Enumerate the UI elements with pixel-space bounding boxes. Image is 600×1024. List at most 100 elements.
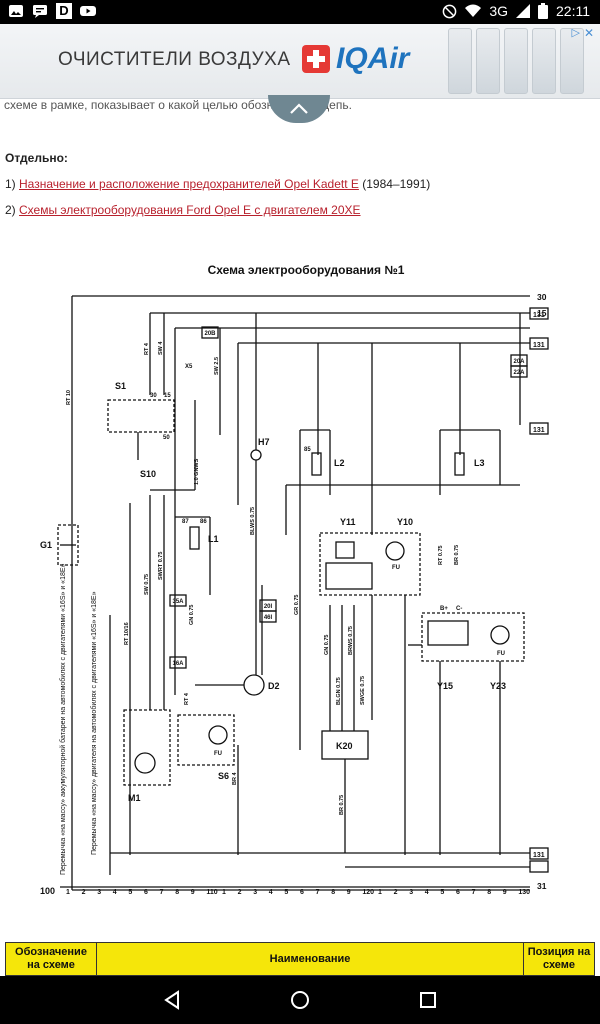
wire-label: GN 0.75 xyxy=(189,605,195,625)
signal-icon xyxy=(516,4,530,18)
home-icon[interactable] xyxy=(288,988,312,1012)
column-header: Позиция на схеме xyxy=(523,942,595,976)
scale-tick: 5 xyxy=(128,889,132,896)
terminal-label: 85 xyxy=(304,447,311,453)
scale-tick: 5 xyxy=(284,889,288,896)
legend-table-header: Обозначение на схеме Наименование Позици… xyxy=(5,942,595,976)
wire-label: RT 4 xyxy=(184,692,190,705)
terminal-label: X5 xyxy=(185,364,193,370)
wire-label: RT 0.75 xyxy=(438,545,444,565)
scale-tick: 6 xyxy=(300,889,304,896)
message-notification-icon xyxy=(33,5,47,18)
component-label: Y11 xyxy=(340,517,356,527)
ad-brand: IQAir xyxy=(336,42,410,75)
scale-tick: 1 xyxy=(222,889,226,896)
box-label: 46I xyxy=(264,615,273,621)
section-heading: Отдельно: xyxy=(5,151,68,165)
column-header: Обозначение на схеме xyxy=(5,942,97,976)
purifier-image xyxy=(448,28,472,94)
terminal-label: 87 xyxy=(182,519,189,525)
box-label: 16A xyxy=(172,661,184,667)
battery-icon xyxy=(538,3,548,19)
wire-label: SW 0.75 xyxy=(144,574,150,595)
bus-label: 131 xyxy=(533,342,545,349)
wire-label: RT 4 xyxy=(144,342,150,355)
side-note: Перемычка «на массу» аккумуляторной бата… xyxy=(59,563,67,875)
wire-label: SW 2.5 xyxy=(214,357,220,375)
wire-label: BLGN 0.75 xyxy=(336,677,342,705)
dnd-icon xyxy=(442,4,457,18)
scale-tick: 6 xyxy=(456,889,460,896)
scale-tick: 1 xyxy=(378,889,382,896)
scale-tick: 7 xyxy=(316,889,320,896)
scale-tick: 3 xyxy=(97,889,101,896)
back-icon[interactable] xyxy=(160,988,184,1012)
list-item: 2) Схемы электрооборудования Ford Opel E… xyxy=(5,203,361,217)
box-label: 20A xyxy=(513,359,525,365)
terminal-label: B+ xyxy=(440,606,448,612)
ad-logo: IQAir xyxy=(302,42,409,76)
component-label: S10 xyxy=(140,469,156,479)
scale-tick: 130 xyxy=(518,889,530,896)
bus-label: 131 xyxy=(533,427,545,434)
info-icon[interactable]: ▷ xyxy=(571,27,580,39)
clock: 22:11 xyxy=(556,3,590,19)
component-label: K20 xyxy=(336,741,353,751)
image-notification-icon xyxy=(9,5,23,17)
scale-tick: 9 xyxy=(191,889,195,896)
component-label: S6 xyxy=(218,771,229,781)
scale-tick: 8 xyxy=(175,889,179,896)
status-bar: D 3G 22:11 xyxy=(0,0,600,24)
scale-tick: 7 xyxy=(472,889,476,896)
component-label: Y15 xyxy=(437,681,453,691)
scale-tick: 1 xyxy=(66,889,70,896)
wire-label: BR 0.75 xyxy=(339,795,345,815)
component-label: H7 xyxy=(258,437,270,447)
component-label: D2 xyxy=(268,681,280,691)
bus-label: 31 xyxy=(537,881,547,891)
scale-tick: 2 xyxy=(82,889,86,896)
bus-label: 131 xyxy=(533,852,545,859)
wire-label: RT 10/16 xyxy=(124,622,130,645)
wire-label: SWGE 0.75 xyxy=(360,676,366,705)
link-20xe-schematics[interactable]: Схемы электрооборудования Ford Opel E с … xyxy=(19,203,361,217)
terminal-label: 30 xyxy=(150,393,157,399)
scale-tick: 4 xyxy=(269,889,273,896)
scale-tick: 110 xyxy=(206,889,217,896)
component-label: M1 xyxy=(128,793,141,803)
scale-tick: 6 xyxy=(144,889,148,896)
wiring-diagram: Схема электрооборудования №1 xyxy=(40,263,549,896)
component-label: L2 xyxy=(334,458,345,468)
box-label: 35A xyxy=(172,599,184,605)
ad-banner[interactable]: ОЧИСТИТЕЛИ ВОЗДУХА IQAir ▷ ✕ xyxy=(0,24,600,99)
wifi-icon xyxy=(465,4,482,17)
fu-label: FU xyxy=(497,651,505,657)
recents-icon[interactable] xyxy=(416,988,440,1012)
link-fuses[interactable]: Назначение и расположение предохранителе… xyxy=(19,177,359,191)
component-label: S1 xyxy=(115,381,126,391)
swiss-cross-icon xyxy=(302,45,330,73)
collapse-ad-button[interactable] xyxy=(268,95,330,123)
wire-label: RT 10 xyxy=(66,390,72,405)
wire-label: GN 0.75 xyxy=(324,635,330,655)
wire-label: SW 4 xyxy=(158,341,164,355)
scale-tick: 120 xyxy=(362,889,374,896)
scale-tick: 9 xyxy=(503,889,507,896)
component-label: G1 xyxy=(40,540,52,550)
wire-label: GR 0.75 xyxy=(294,595,300,615)
side-note: Перемычка «на массу» двигателя на автомо… xyxy=(90,591,98,855)
terminal-label: 86 xyxy=(200,519,207,525)
wire-label: BR 0.75 xyxy=(454,545,460,565)
scale-tick: 2 xyxy=(394,889,398,896)
youtube-notification-icon xyxy=(80,6,96,16)
purifier-image xyxy=(504,28,528,94)
bus-label: 15 xyxy=(537,308,547,318)
scale-tick: 7 xyxy=(160,889,164,896)
scale-tick: 3 xyxy=(253,889,257,896)
wire-label: 1.0 GNWS xyxy=(194,458,200,485)
scale-tick: 8 xyxy=(331,889,335,896)
scale-tick: 8 xyxy=(487,889,491,896)
component-label: Y10 xyxy=(397,517,413,527)
close-icon[interactable]: ✕ xyxy=(583,26,594,40)
diagram-title: Схема электрооборудования №1 xyxy=(208,263,405,277)
